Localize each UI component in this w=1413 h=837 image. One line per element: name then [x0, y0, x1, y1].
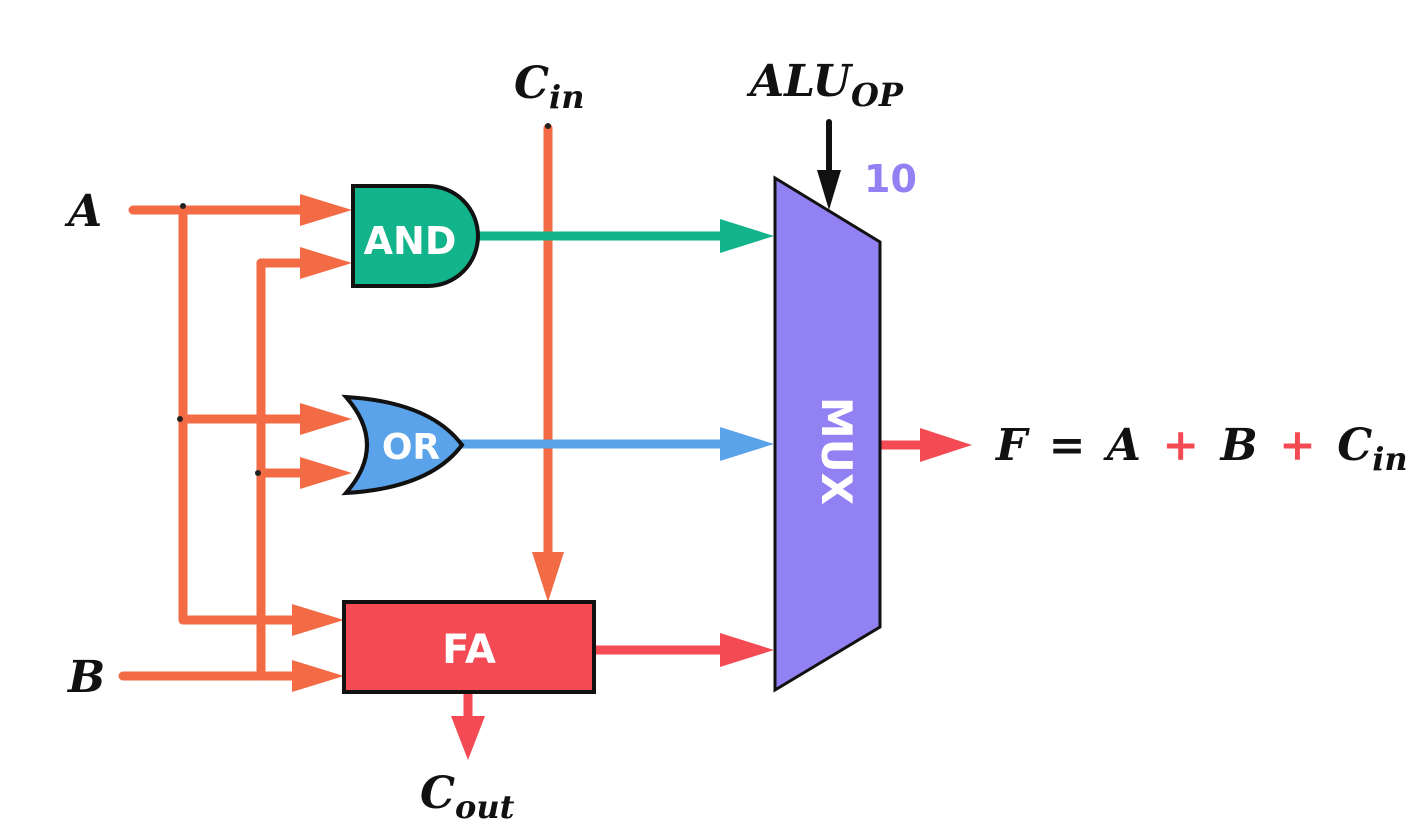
junctions	[177, 123, 551, 476]
arrowhead-cin-fa	[532, 552, 564, 602]
input-b-label: B	[66, 652, 105, 703]
input-a-label: A	[64, 186, 102, 237]
arrowhead-b-or	[300, 457, 352, 489]
arrowhead-and-out	[720, 219, 774, 253]
aluop-label: ALUOP	[746, 56, 904, 114]
arrowhead-aluop	[817, 170, 841, 210]
arrowhead-fa-out	[720, 633, 774, 667]
output-c: C	[1337, 420, 1372, 471]
and-gate: AND	[351, 184, 480, 288]
aluop-base: ALU	[746, 56, 854, 107]
input-wires	[118, 123, 553, 681]
and-gate-label: AND	[364, 219, 457, 263]
output-a: A	[1103, 420, 1141, 471]
junction-dot	[545, 123, 551, 129]
output-equation: F = A + B + Cin	[994, 420, 1408, 478]
or-gate-label: OR	[382, 427, 440, 468]
output-eq: =	[1049, 420, 1086, 471]
cout-label: Cout	[420, 768, 515, 826]
fa-block	[342, 600, 596, 694]
aluop-sub: OP	[851, 76, 904, 114]
arrowhead-a-fa	[292, 604, 344, 636]
cin-label: Cin	[514, 58, 584, 116]
cout-sub: out	[455, 788, 515, 826]
arrowhead-cout	[451, 716, 485, 760]
mux-label: MUX	[812, 397, 861, 505]
arrowhead-mux-out	[920, 428, 972, 462]
junction-dot	[180, 203, 186, 209]
and-gate-body	[351, 184, 480, 288]
full-adder: FA	[342, 600, 596, 694]
arrowhead-a-and	[300, 194, 352, 226]
arrowhead-or-out	[720, 427, 774, 461]
gate-output-wires	[451, 219, 972, 760]
output-b: B	[1218, 420, 1257, 471]
output-f: F	[994, 420, 1030, 471]
arrowhead-b-fa	[292, 660, 344, 692]
or-gate-body	[341, 394, 465, 496]
select-arrow	[817, 119, 841, 210]
output-plus1: +	[1162, 420, 1199, 471]
mux: MUX	[773, 175, 882, 693]
input-arrowheads	[292, 194, 564, 692]
output-plus2: +	[1279, 420, 1316, 471]
junction-dot	[177, 416, 183, 422]
select-value-label: 10	[864, 157, 917, 201]
cout-base: C	[420, 768, 455, 819]
cin-sub: in	[549, 78, 584, 116]
output-c-sub: in	[1372, 440, 1407, 478]
junction-dot	[255, 470, 261, 476]
or-gate: OR	[341, 394, 465, 496]
cin-base: C	[514, 58, 549, 109]
mux-body	[773, 175, 882, 693]
arrowhead-b-and	[300, 247, 352, 279]
fa-label: FA	[442, 627, 496, 673]
arrowhead-a-or	[300, 403, 352, 435]
